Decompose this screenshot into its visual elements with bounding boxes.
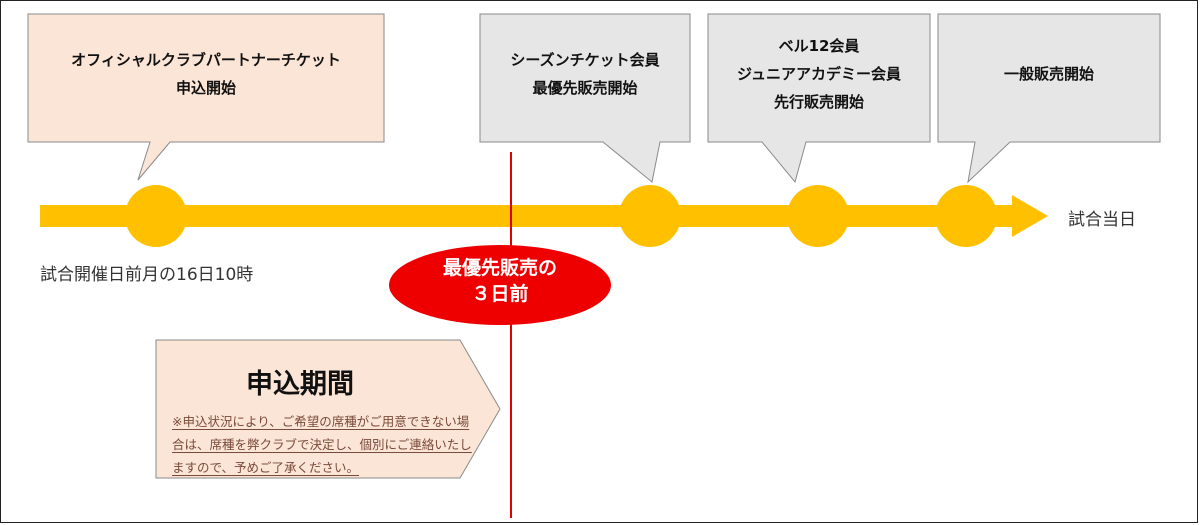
deadline-label-line-1: 最優先販売の bbox=[442, 257, 557, 279]
callout-partner-line-1: オフィシャルクラブパートナーチケット bbox=[71, 51, 341, 69]
callout-general-text: 一般販売開始 bbox=[938, 60, 1160, 88]
callout-general-line-1: 一般販売開始 bbox=[1003, 65, 1094, 83]
callout-box-bell12 bbox=[707, 13, 931, 184]
callout-bell12-line-2: ジュニアアカデミー会員 bbox=[737, 65, 901, 83]
deadline-ellipse bbox=[389, 245, 611, 325]
period-title: 申込期間 bbox=[246, 369, 354, 400]
callout-box-general bbox=[937, 13, 1161, 184]
callout-partner-line-2: 申込開始 bbox=[175, 79, 236, 97]
callout-partner-text: オフィシャルクラブパートナーチケット 申込開始 bbox=[28, 46, 384, 102]
callout-season-line-1: シーズンチケット会員 bbox=[510, 51, 660, 69]
timeline-end-label: 試合当日 bbox=[1068, 210, 1136, 230]
callout-bell12-line-3: 先行販売開始 bbox=[773, 93, 864, 111]
marker-partner bbox=[125, 185, 187, 247]
marker-bell12 bbox=[787, 185, 849, 247]
deadline-label: 最優先販売の ３日前 bbox=[388, 255, 612, 307]
callout-box-season bbox=[479, 13, 691, 183]
marker-season bbox=[619, 185, 681, 247]
callout-bell12-line-1: ベル12会員 bbox=[778, 37, 860, 55]
marker-general bbox=[935, 185, 997, 247]
callout-bell12-text: ベル12会員 ジュニアアカデミー会員 先行販売開始 bbox=[708, 32, 930, 116]
callout-season-text: シーズンチケット会員 最優先販売開始 bbox=[480, 46, 690, 102]
period-shape bbox=[155, 339, 501, 479]
callout-box-partner bbox=[27, 13, 385, 181]
timeline-start-label: 試合開催日前月の16日10時 bbox=[40, 265, 254, 285]
timeline-bar bbox=[40, 205, 1015, 227]
timeline-arrow-head bbox=[1012, 195, 1048, 237]
period-note: ※申込状況により、ご希望の席種がご用意できない場合は、席種を弊クラブで決定し、個… bbox=[172, 414, 472, 475]
deadline-label-line-2: ３日前 bbox=[471, 283, 529, 305]
callout-season-line-2: 最優先販売開始 bbox=[532, 79, 638, 97]
